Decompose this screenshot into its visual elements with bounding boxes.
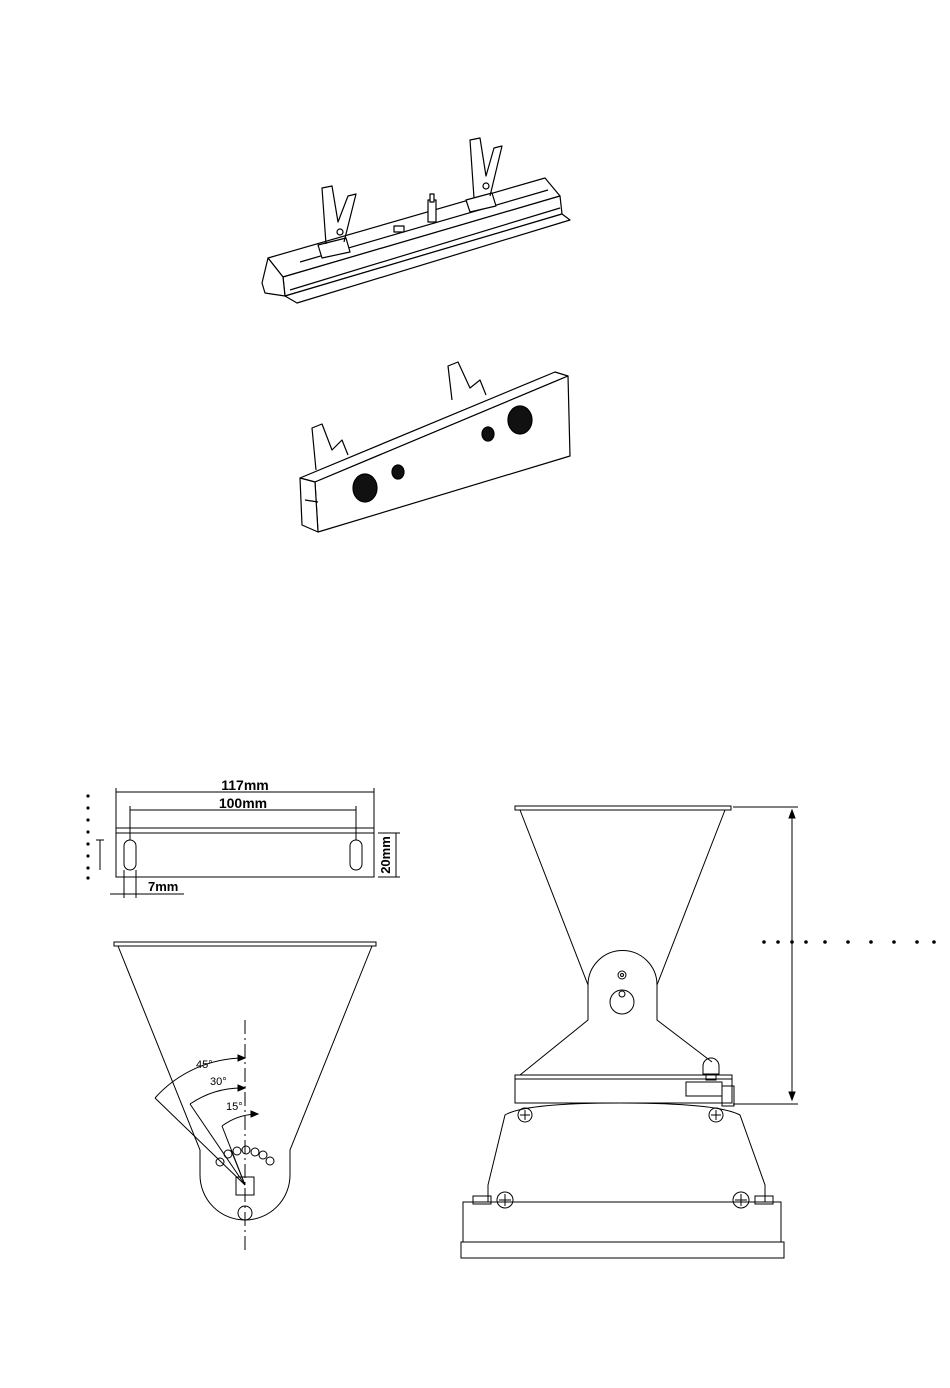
bracket-right-rear bbox=[448, 362, 486, 400]
tilt-hole-1 bbox=[216, 1158, 224, 1166]
end-view-screws bbox=[497, 1108, 749, 1208]
dim-label-7: 7mm bbox=[148, 879, 178, 894]
end-view-housing bbox=[488, 1103, 765, 1202]
heater-end-view bbox=[461, 806, 798, 1258]
bracket-left-pivot bbox=[337, 229, 343, 235]
bracket-side-profile bbox=[118, 946, 372, 1220]
cable-gland bbox=[428, 200, 436, 222]
end-view-cable-clamp bbox=[686, 1082, 722, 1096]
end-view-bracket-profile bbox=[520, 810, 725, 1075]
dim-label-117: 117mm bbox=[221, 777, 268, 793]
bracket-slot-right bbox=[350, 840, 362, 870]
heater-body-face bbox=[315, 376, 570, 532]
end-view-base-plate bbox=[461, 1242, 784, 1258]
end-view-lower-body bbox=[463, 1202, 781, 1242]
tilt-hole-2 bbox=[224, 1150, 232, 1158]
heater-hole-large-right bbox=[508, 406, 532, 434]
tilt-hole-3 bbox=[233, 1147, 241, 1155]
dotted-leader-right bbox=[762, 940, 936, 944]
end-view-pivot-arc bbox=[588, 951, 657, 985]
end-view-top-plate bbox=[515, 806, 731, 810]
angle-label-15: 15° bbox=[226, 1101, 243, 1113]
heater-hole-small-left bbox=[392, 465, 404, 479]
heater-body-end bbox=[300, 478, 318, 532]
dotted-leader-left bbox=[86, 794, 89, 879]
label-plate bbox=[394, 226, 404, 232]
heater-iso-top-view bbox=[262, 138, 570, 303]
heater-iso-bottom-view bbox=[300, 362, 570, 532]
dim-label-100: 100mm bbox=[219, 795, 267, 811]
bracket-right-pivot bbox=[483, 183, 489, 189]
end-view-cable-gland bbox=[703, 1058, 719, 1074]
angle-label-30: 30° bbox=[210, 1076, 227, 1088]
end-view-pivot-hole bbox=[610, 990, 634, 1014]
reflector-top-plate bbox=[114, 942, 376, 946]
tilt-hole-5 bbox=[251, 1148, 259, 1156]
dim-label-20: 20mm bbox=[378, 836, 393, 874]
heater-hole-large-left bbox=[353, 474, 377, 502]
angle-label-45: 45° bbox=[196, 1059, 213, 1071]
tilt-hole-6 bbox=[259, 1151, 267, 1159]
heater-hole-small-right bbox=[482, 427, 494, 441]
bracket-tilt-drawing bbox=[114, 942, 376, 1250]
tilt-hole-4 bbox=[242, 1146, 250, 1154]
bracket-plate-outline bbox=[116, 833, 374, 877]
tilt-hole-7 bbox=[266, 1157, 274, 1165]
end-view-pivot-bolt bbox=[618, 971, 626, 979]
bracket-slot-left bbox=[124, 840, 136, 870]
cable-gland-tip bbox=[430, 194, 434, 202]
